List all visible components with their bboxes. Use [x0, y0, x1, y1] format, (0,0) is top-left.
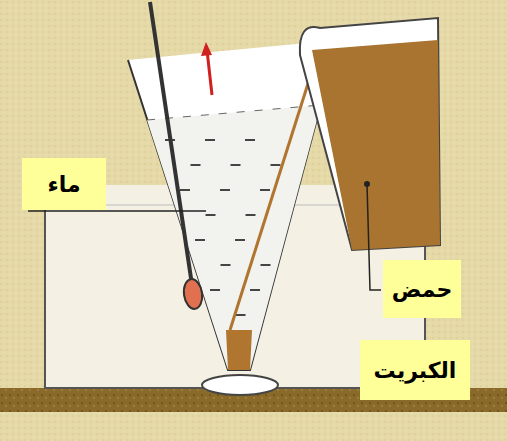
water-dash	[231, 164, 241, 166]
water-surface	[147, 105, 321, 120]
label-box: ماء	[22, 158, 106, 210]
thermometer	[150, 2, 192, 285]
water-dash	[195, 239, 205, 241]
water-dash	[235, 239, 245, 241]
water-dash	[191, 164, 201, 166]
label-text: ماء	[47, 172, 80, 197]
label-text: حمض	[392, 277, 453, 302]
label-box: حمض	[383, 260, 461, 318]
acid-stream	[230, 52, 318, 330]
water-dash	[205, 139, 215, 141]
water-dash	[220, 189, 230, 191]
water-dash	[246, 214, 256, 216]
label-text: الكبريت	[374, 358, 457, 383]
water-dash	[210, 289, 220, 291]
water-dash	[271, 164, 281, 166]
water-dash	[260, 189, 270, 191]
acid-leader	[367, 184, 381, 290]
rise-arrow	[207, 50, 212, 95]
cone-flask	[128, 40, 338, 370]
flask-foot	[202, 375, 278, 395]
water-dash	[245, 139, 255, 141]
label-box: الكبريت	[360, 340, 470, 400]
thermometer-bulb	[182, 278, 204, 310]
water-dash	[261, 264, 271, 266]
water-dash	[206, 214, 216, 216]
beaker	[300, 18, 440, 250]
sinking-acid	[226, 330, 252, 370]
water-leader	[28, 210, 206, 212]
water-dash	[236, 314, 246, 316]
water-dash	[180, 189, 190, 191]
beaker-acid	[312, 40, 440, 250]
water-dash	[221, 264, 231, 266]
water-dash	[250, 289, 260, 291]
rise-arrow-head	[201, 42, 212, 56]
